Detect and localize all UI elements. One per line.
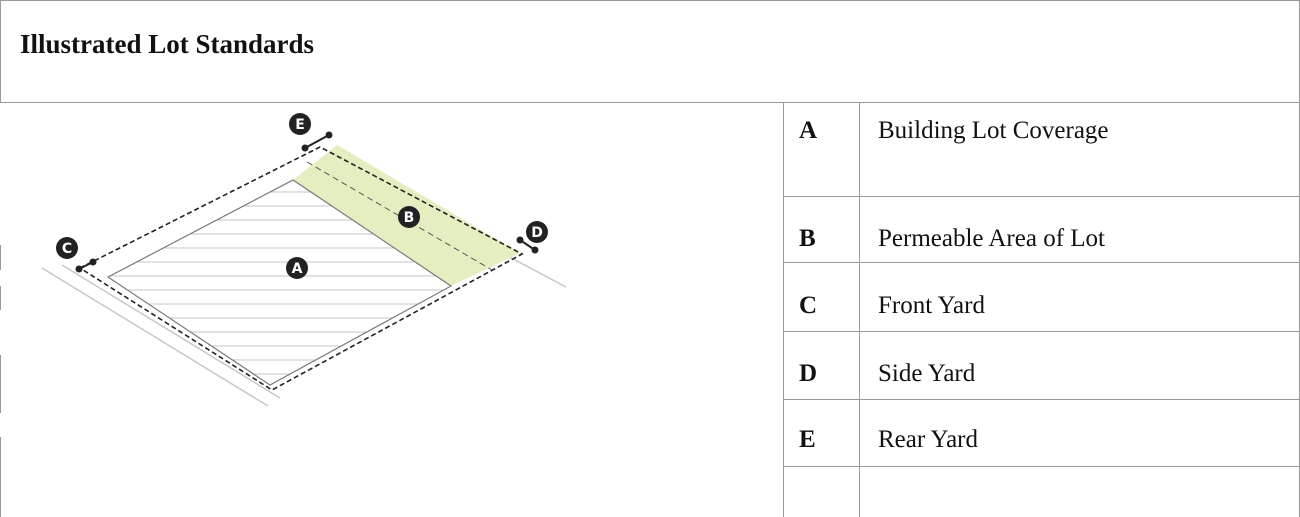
table-title: Illustrated Lot Standards	[20, 29, 315, 59]
table-border-left-top	[0, 0, 1, 102]
legend-key-e: E	[799, 426, 816, 453]
legend-key-d: D	[799, 360, 818, 387]
building-footprint	[106, 179, 453, 386]
svg-text:A: A	[292, 261, 303, 277]
legend-label-c: Front Yard	[878, 292, 985, 319]
legend-key-b: B	[799, 225, 816, 252]
legend-row-divider	[783, 196, 1300, 197]
marker-b: B	[398, 206, 420, 228]
table-border-left-seg	[0, 355, 1, 413]
svg-text:E: E	[295, 117, 305, 133]
marker-e: E	[289, 113, 311, 135]
lot-diagram: A B C D E	[41, 113, 567, 407]
table-border-left-seg	[0, 286, 1, 310]
lot-boundary	[78, 146, 524, 391]
setback-line	[306, 161, 493, 271]
legend-key-a: A	[799, 117, 818, 144]
svg-text:B: B	[404, 210, 415, 226]
table-border-left-seg	[0, 437, 1, 517]
title-row-divider	[0, 102, 1300, 103]
legend-row-divider	[783, 466, 1300, 467]
marker-d: D	[526, 221, 548, 243]
svg-text:C: C	[62, 241, 72, 257]
legend-row-divider	[783, 262, 1300, 263]
marker-c: C	[56, 237, 78, 259]
legend-label-d: Side Yard	[878, 360, 976, 387]
legend-row-divider	[783, 331, 1300, 332]
table-border-left-seg	[0, 245, 1, 270]
legend-key-c: C	[799, 292, 818, 319]
legend-key-divider	[859, 102, 860, 517]
dimension-ticks	[75, 131, 539, 273]
diagram-legend-divider	[783, 102, 784, 517]
svg-text:D: D	[531, 225, 543, 241]
table-border-top	[0, 0, 1300, 1]
legend-row-divider	[783, 399, 1300, 400]
legend-label-e: Rear Yard	[878, 426, 978, 453]
marker-a: A	[286, 257, 308, 279]
legend-label-b: Permeable Area of Lot	[878, 225, 1105, 252]
street-lines	[41, 251, 567, 407]
legend-label-a: Building Lot Coverage	[878, 117, 1109, 144]
